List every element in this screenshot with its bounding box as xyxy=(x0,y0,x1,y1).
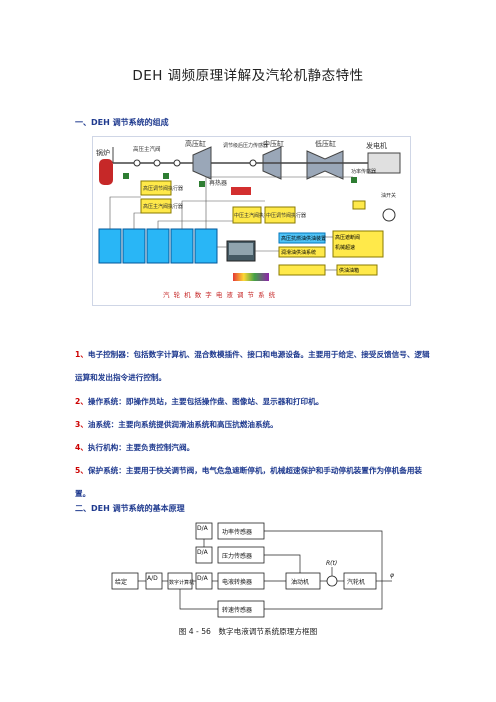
hp-main-actuator-label: 高压主汽阀执行器 xyxy=(143,203,183,210)
power-sensor-label: 功率传感器 xyxy=(351,168,376,175)
transformer-icon xyxy=(382,208,396,222)
controller-cabinets xyxy=(98,228,218,264)
section-heading-principle: 二、DEH 调节系统的基本原理 xyxy=(75,504,185,513)
turbine-label: 汽轮机 xyxy=(347,578,365,586)
speed-sensor-label: 转速传感器 xyxy=(222,606,252,614)
list-item-5: 5、保护系统：主要用于快关调节阀，电气危急遮断停机，机械超速保护和手动停机装置作… xyxy=(75,459,430,505)
figure-caption: 图 4 - 56 数字电液调节系统原理方框图 xyxy=(178,627,318,636)
hp-ctrl-actuator-label: 高压调节阀执行器 xyxy=(143,185,183,192)
hp-cylinder-label: 高压缸 xyxy=(185,139,206,148)
hp-ctrl-actuator-box xyxy=(140,180,172,196)
list-item-number: 3、 xyxy=(75,420,88,429)
boiler-icon xyxy=(99,159,113,185)
supply-box xyxy=(278,264,326,276)
lp-cylinder-label: 低压缸 xyxy=(315,139,336,148)
output-label: φ xyxy=(390,572,394,579)
oil-supply-label: 高压抗燃油供油装置 xyxy=(281,235,326,242)
lube-label: 润滑油供油系统 xyxy=(281,249,316,256)
valve-icons xyxy=(133,159,257,167)
list-item-3: 3、油系统：主要向系统提供润滑油系统和高压抗燃油系统。 xyxy=(75,413,430,436)
block-diagram-connectors xyxy=(138,530,392,610)
list-item-text: 执行机构：主要负责控制汽阀。 xyxy=(87,443,195,452)
disturbance-label: R(t) xyxy=(326,560,337,567)
generator-label: 发电机 xyxy=(366,141,387,150)
list-item-text: 油系统：主要向系统提供润滑油系统和高压抗燃油系统。 xyxy=(87,420,278,429)
oil-switch-label: 油开关 xyxy=(381,192,396,199)
list-item-number: 5、 xyxy=(75,466,88,475)
printer-output-icon xyxy=(233,273,269,281)
power-sensor-label: 功率传感器 xyxy=(222,528,252,536)
oil-supply-box xyxy=(278,232,326,244)
stage-pressure-label: 调节级后压力传感器 xyxy=(223,142,268,149)
servo-label: 油动机 xyxy=(291,578,309,586)
computer-label: 数字计算机 xyxy=(169,579,194,586)
trip-label: 高压遮断阀 xyxy=(335,234,360,241)
summing-junction xyxy=(326,575,338,587)
list-item-number: 4、 xyxy=(75,443,88,452)
da-label: D/A xyxy=(197,575,209,582)
sensor-markers xyxy=(123,173,357,187)
overspeed-label: 机械超速 xyxy=(335,244,355,251)
list-item-2: 2、操作系统：即操作员站，主要包括操作盘、图像站、显示器和打印机。 xyxy=(75,390,430,413)
diagram-footer: 汽 轮 机 数 字 电 液 调 节 系 统 xyxy=(163,290,276,299)
ehc-label: 电液转换器 xyxy=(222,578,252,586)
da-label: D/A xyxy=(197,525,209,532)
deh-block-diagram: D/A D/A D/A A/D 功率传感器 压力传感器 电液转换器 油动机 汽轮… xyxy=(110,517,398,637)
ip-ctrl-actuator-box xyxy=(264,206,296,224)
hp-main-actuator-box xyxy=(140,198,172,214)
reheater-label: 再热器 xyxy=(209,179,227,187)
supply-tank-label: 供油油箱 xyxy=(339,267,359,274)
list-item-number: 1、 xyxy=(75,350,88,359)
monitor-screen-icon xyxy=(229,243,253,255)
trip-box xyxy=(332,230,384,258)
deh-system-diagram: 锅炉 高压缸 中压缸 低压缸 发电机 再热器 高压主汽阀 调节级后压力传感器 高… xyxy=(92,136,411,306)
list-item-text: 保护系统：主要用于快关调节阀，电气危急遮断停机，机械超速保护和手动停机装置作为停… xyxy=(75,466,423,498)
page-title: DEH 调频原理详解及汽轮机静态特性 xyxy=(132,68,364,84)
reheater-icon xyxy=(231,187,251,195)
list-item-number: 2、 xyxy=(75,397,88,406)
list-item-text: 电子控制器：包括数字计算机、混合数模插件、接口和电源设备。主要用于给定、接受反馈… xyxy=(75,350,430,382)
lp-cylinder-icon xyxy=(306,150,344,180)
ip-main-actuator-label: 中压主汽阀执行器 xyxy=(234,212,274,219)
list-item-4: 4、执行机构：主要负责控制汽阀。 xyxy=(75,436,430,459)
generator-icon xyxy=(367,152,401,174)
setpoint-label: 给定 xyxy=(115,578,127,586)
list-item-1: 1、电子控制器：包括数字计算机、混合数模插件、接口和电源设备。主要用于给定、接受… xyxy=(75,343,430,389)
hp-cylinder-icon xyxy=(192,146,212,180)
pressure-sensor-label: 压力传感器 xyxy=(222,552,252,560)
sensor-box xyxy=(352,200,366,210)
lube-box xyxy=(278,246,326,258)
boiler-label: 锅炉 xyxy=(96,148,110,157)
deh-block-diagram-svg: D/A D/A D/A A/D 功率传感器 压力传感器 电液转换器 油动机 汽轮… xyxy=(111,522,394,618)
list-item-text: 操作系统：即操作员站，主要包括操作盘、图像站、显示器和打印机。 xyxy=(87,397,324,406)
ip-cylinder-label: 中压缸 xyxy=(263,139,284,148)
section-heading-composition: 一、DEH 调节系统的组成 xyxy=(75,118,169,127)
deh-system-diagram-svg: 锅炉 高压缸 中压缸 低压缸 发电机 再热器 高压主汽阀 调节级后压力传感器 高… xyxy=(96,139,401,299)
ip-ctrl-actuator-label: 中压调节阀执行器 xyxy=(266,212,306,219)
ad-label: A/D xyxy=(147,575,158,582)
hp-main-valve-label: 高压主汽阀 xyxy=(133,145,161,153)
da-label: D/A xyxy=(197,549,209,556)
signal-wires xyxy=(109,176,353,271)
ip-main-actuator-box xyxy=(232,206,262,224)
